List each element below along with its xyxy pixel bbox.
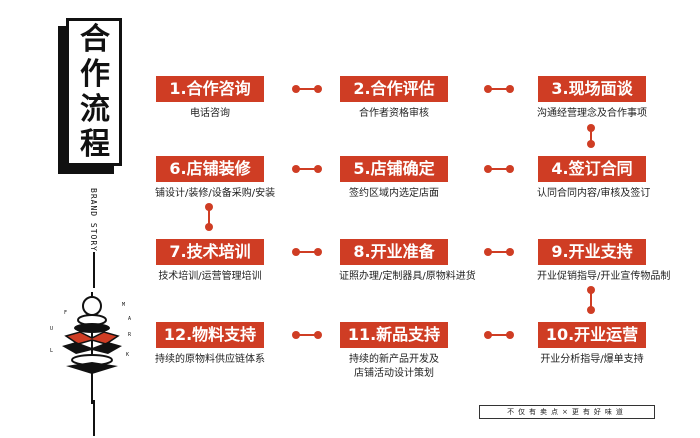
deco-letter: U (50, 326, 53, 332)
title-box (66, 18, 122, 166)
connector-12-11 (292, 331, 322, 339)
step-2-desc: 合作者资格审核 (359, 108, 429, 119)
connector-3-4 (587, 124, 595, 148)
connector-5-4 (484, 165, 514, 173)
step-5: 5.店铺确定 签约区域内选定店面 (339, 156, 449, 200)
step-6-label: 6.店铺装修 (156, 156, 264, 182)
connector-8-9 (484, 248, 514, 256)
stacked-food-illustration: F M A R U L K (50, 292, 132, 404)
slogan-tag: 不仅有卖点×更有好味道 (479, 405, 655, 419)
step-6: 6.店铺装修 铺设计/装修/设备采购/安装 (155, 156, 276, 200)
connector-9-10 (587, 286, 595, 314)
deco-letter: A (128, 316, 131, 322)
connector-6-7 (205, 203, 213, 231)
step-10-desc: 开业分析指导/爆单支持 (540, 354, 644, 365)
deco-letter: K (126, 352, 129, 358)
step-8: 8.开业准备 证照办理/定制器具/原物料进货 (339, 239, 476, 283)
step-7-desc: 技术培训/运营管理培训 (158, 271, 262, 282)
step-4-label: 4.签订合同 (538, 156, 646, 182)
step-10-label: 10.开业运营 (538, 322, 646, 348)
step-2: 2.合作评估 合作者资格审核 (339, 76, 449, 120)
step-3-label: 3.现场面谈 (538, 76, 646, 102)
step-8-label: 8.开业准备 (340, 239, 448, 265)
step-11-label: 11.新品支持 (340, 322, 448, 348)
step-3: 3.现场面谈 沟通经营理念及合作事项 (537, 76, 647, 120)
step-2-label: 2.合作评估 (340, 76, 448, 102)
step-10: 10.开业运营 开业分析指导/爆单支持 (537, 322, 647, 366)
step-9-desc: 开业促销指导/开业宣传物品制 (537, 271, 671, 282)
step-1-label: 1.合作咨询 (156, 76, 264, 102)
connector-1-2 (292, 85, 322, 93)
step-5-label: 5.店铺确定 (340, 156, 448, 182)
left-divider-line (93, 252, 95, 288)
step-7-label: 7.技术培训 (156, 239, 264, 265)
step-3-desc: 沟通经营理念及合作事项 (537, 108, 647, 119)
connector-7-8 (292, 248, 322, 256)
step-8-desc: 证照办理/定制器具/原物料进货 (339, 271, 476, 282)
step-11: 11.新品支持 持续的新产品开发及 店铺活动设计策划 (339, 322, 449, 380)
step-9: 9.开业支持 开业促销指导/开业宣传物品制 (537, 239, 671, 283)
step-4: 4.签订合同 认同合同内容/审核及签订 (537, 156, 651, 200)
deco-letter: R (128, 332, 132, 338)
deco-letter: F (64, 310, 67, 316)
step-12-desc: 持续的原物料供应链体系 (155, 354, 265, 365)
left-divider-line-bottom (93, 400, 95, 436)
step-11-desc-line2: 店铺活动设计策划 (354, 368, 434, 379)
connector-11-10 (484, 331, 514, 339)
step-4-desc: 认同合同内容/审核及签订 (537, 188, 651, 199)
step-1-desc: 电话咨询 (190, 108, 230, 119)
deco-letter: L (50, 348, 53, 354)
step-7: 7.技术培训 技术培训/运营管理培训 (155, 239, 265, 283)
connector-2-3 (484, 85, 514, 93)
step-9-label: 9.开业支持 (538, 239, 646, 265)
brand-story-label: BRAND STORY (89, 188, 98, 252)
connector-6-5 (292, 165, 322, 173)
step-1: 1.合作咨询 电话咨询 (155, 76, 265, 120)
step-6-desc: 铺设计/装修/设备采购/安装 (155, 188, 276, 199)
step-12-label: 12.物料支持 (156, 322, 264, 348)
page-title: 合作流程 (80, 22, 110, 162)
step-11-desc: 持续的新产品开发及 (349, 354, 439, 365)
deco-letter: M (122, 302, 125, 308)
step-5-desc: 签约区域内选定店面 (349, 188, 439, 199)
step-12: 12.物料支持 持续的原物料供应链体系 (155, 322, 265, 366)
